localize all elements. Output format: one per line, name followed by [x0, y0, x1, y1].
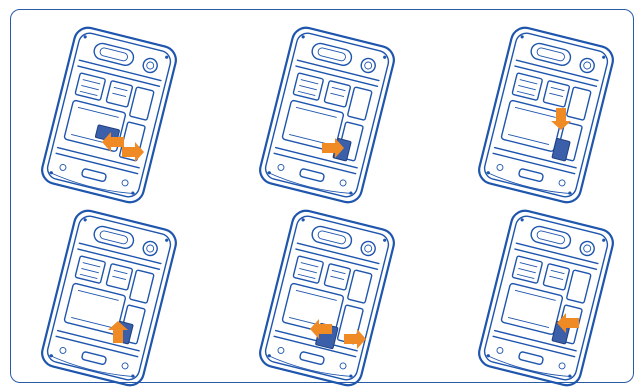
- step-3-panel: [481, 30, 611, 200]
- phone-body: [476, 25, 616, 205]
- phone-back-diagram-6: [481, 213, 611, 383]
- step-5-panel: [262, 213, 392, 383]
- phone-back-diagram-2: [262, 30, 392, 200]
- phone-body: [39, 25, 179, 205]
- phone-back-diagram-5: [262, 213, 392, 383]
- phone-body: [39, 208, 179, 388]
- step-6-panel: [481, 213, 611, 383]
- phone-body: [257, 25, 397, 205]
- memory-card: [552, 138, 570, 161]
- phone-back-diagram-1: [44, 30, 174, 200]
- direction-arrow-right: [344, 329, 366, 349]
- phone-back-diagram-4: [44, 213, 174, 383]
- step-4-panel: [44, 213, 174, 383]
- step-2-panel: [262, 30, 392, 200]
- phone-body: [476, 208, 616, 388]
- step-1-panel: [44, 30, 174, 200]
- phone-body: [257, 208, 397, 388]
- phone-back-diagram-3: [481, 30, 611, 200]
